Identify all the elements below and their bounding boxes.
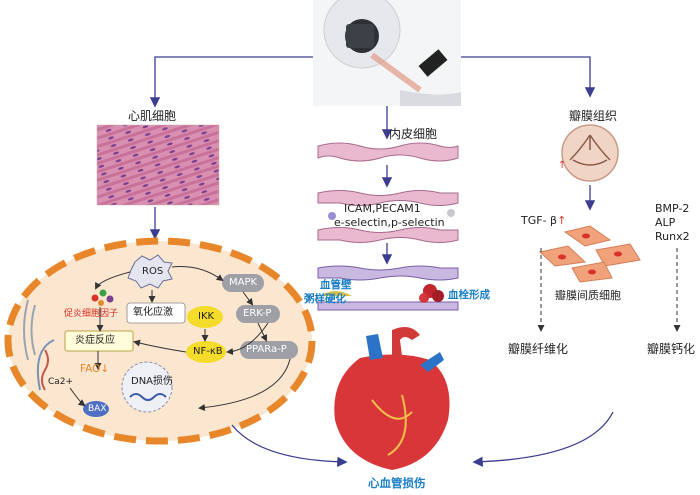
ppar-label: PPARa-P <box>246 344 287 355</box>
interstitial-label: 瓣膜间质细胞 <box>555 289 621 302</box>
calcification-label: 瓣膜钙化 <box>647 342 696 356</box>
fao-label: FAO↓ <box>80 364 109 375</box>
ros-label: ROS <box>142 266 164 277</box>
endothelial-layer-top <box>317 142 459 162</box>
cell-pathway-arrows <box>69 266 291 411</box>
dna-label: DNA损伤 <box>131 376 174 387</box>
dna-helix-icon <box>129 393 167 401</box>
cardiomyocyte-tissue-image <box>96 124 220 206</box>
mapk-label: MAPK <box>229 277 258 288</box>
tgf-label: TGF- β↑ <box>521 215 566 226</box>
adhesion-line-1: ICAM,PECAM1 <box>344 202 421 215</box>
nfkb-node <box>186 341 226 363</box>
tgf-text: TGF- β <box>521 214 558 227</box>
erkp-node <box>236 305 280 323</box>
interstitial-cells-image <box>538 225 641 283</box>
ca-label: Ca2+ <box>48 377 74 387</box>
valve-tissue-label: 瓣膜组织 <box>569 109 618 123</box>
bax-label: BAX <box>88 404 107 414</box>
outcome-label: 心血管损伤 <box>368 476 426 490</box>
endothelial-layer-plaque <box>317 265 459 311</box>
cardiomyocyte-label: 心肌细胞 <box>128 109 177 123</box>
top-connectors <box>149 56 596 140</box>
proinflam-label: 促炎细胞因子 <box>64 309 119 319</box>
imaging-device-illustration <box>313 0 461 106</box>
er-illustration <box>36 339 55 391</box>
ikk-label: IKK <box>198 311 215 322</box>
outcome-arrows <box>231 411 614 468</box>
cytokine-dots <box>91 289 114 306</box>
ros-burst <box>127 254 173 289</box>
runx2-label: Runx2 <box>655 230 690 243</box>
alp-label: ALP <box>655 216 676 229</box>
wall-label-1: 血管壁 <box>320 279 352 291</box>
erkp-label: ERK-P <box>243 308 272 319</box>
ikk-node <box>187 306 223 328</box>
fao-down-arrow: ↓ <box>100 363 110 375</box>
oxidative-label: 氧化应激 <box>133 307 173 318</box>
bmp2-label: BMP-2 <box>655 202 690 215</box>
adhesion-line-2: e-selectin,p-selectin <box>334 216 445 229</box>
nfkb-label: NF-κB <box>193 346 223 357</box>
wall-label-2: 粥样硬化 <box>304 293 346 305</box>
ppar-node <box>240 341 298 359</box>
thrombosis-label: 血栓形成 <box>448 289 490 301</box>
endothelial-label: 内皮细胞 <box>389 127 438 141</box>
fao-text: FAO <box>80 363 101 375</box>
inflam-label: 炎症反应 <box>75 335 115 346</box>
fibrosis-label: 瓣膜纤维化 <box>508 342 569 356</box>
mapk-node <box>222 274 264 292</box>
tgf-up-arrow: ↑ <box>557 214 567 227</box>
endothelial-layer-adhesion <box>317 190 459 243</box>
nucleus <box>121 361 173 413</box>
heart-illustration <box>334 326 450 470</box>
valve-tissue-image <box>561 124 619 182</box>
valve-red-arrow: ↑ <box>558 160 566 171</box>
oxidative-box <box>126 302 186 324</box>
bax-node <box>83 401 109 417</box>
mitochondria-illustration <box>23 299 49 391</box>
